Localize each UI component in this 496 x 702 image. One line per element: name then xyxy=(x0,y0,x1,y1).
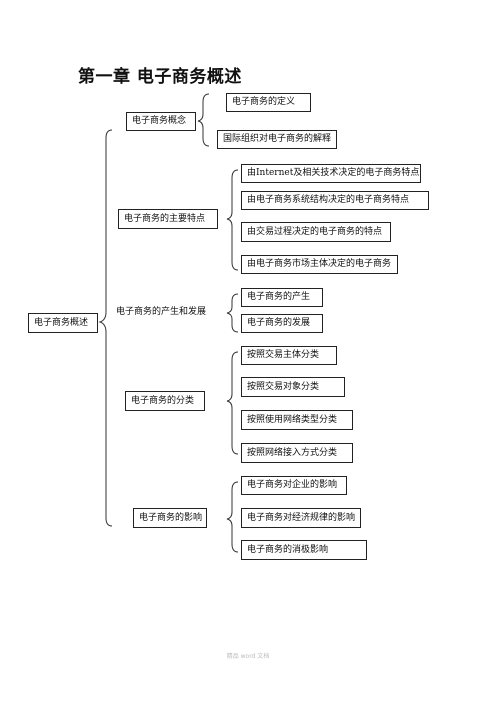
root-brace xyxy=(98,129,113,527)
branch-label: 电子商务的产生和发展 xyxy=(116,306,207,317)
branch4-brace xyxy=(226,351,239,455)
leaf-label: 电子商务对经济规律的影响 xyxy=(247,512,356,523)
branch-label: 电子商务概念 xyxy=(132,116,187,126)
leaf-feature-internet: 由Internet及相关技术决定的电子商务特点 xyxy=(241,164,421,183)
leaf-feature-market: 由电子商务市场主体决定的电子商务 xyxy=(241,255,398,274)
leaf-definition: 电子商务的定义 xyxy=(226,93,311,112)
leaf-label: 由交易过程决定的电子商务的特点 xyxy=(247,226,383,237)
chapter-title: 第一章 电子商务概述 xyxy=(78,67,242,87)
leaf-label: 电子商务的产生 xyxy=(247,292,311,302)
branch-concept: 电子商务概念 xyxy=(126,112,196,131)
leaf-impact-negative: 电子商务的消极影响 xyxy=(241,540,367,560)
leaf-label: 按照使用网络类型分类 xyxy=(247,414,338,425)
branch-label: 电子商务的分类 xyxy=(131,395,195,406)
root-label: 电子商务概述 xyxy=(34,317,89,328)
branch3-brace xyxy=(226,293,239,333)
leaf-label: 电子商务的消极影响 xyxy=(247,544,329,555)
leaf-label: 国际组织对电子商务的解释 xyxy=(223,134,332,144)
leaf-label: 由Internet及相关技术决定的电子商务特点 xyxy=(247,168,420,178)
leaf-label: 按照交易主体分类 xyxy=(247,350,320,360)
leaf-label: 由电子商务市场主体决定的电子商务 xyxy=(247,259,392,269)
leaf-class-object: 按照交易对象分类 xyxy=(241,377,345,397)
branch-label: 电子商务的主要特点 xyxy=(124,213,206,224)
root-node: 电子商务概述 xyxy=(28,313,98,333)
leaf-class-access: 按照网络接入方式分类 xyxy=(241,443,353,463)
branch-impact: 电子商务的影响 xyxy=(133,508,207,528)
branch-features: 电子商务的主要特点 xyxy=(118,209,218,229)
leaf-feature-system: 由电子商务系统结构决定的电子商务特点 xyxy=(241,191,429,210)
leaf-label: 电子商务的发展 xyxy=(247,318,311,328)
leaf-impact-economy: 电子商务对经济规律的影响 xyxy=(241,508,361,528)
footer-watermark: 精品 word 文档 xyxy=(226,653,270,660)
leaf-label: 由电子商务系统结构决定的电子商务特点 xyxy=(247,195,410,205)
leaf-label: 按照网络接入方式分类 xyxy=(247,447,338,458)
branch-origin: 电子商务的产生和发展 xyxy=(116,303,206,321)
leaf-class-subject: 按照交易主体分类 xyxy=(241,346,337,365)
leaf-label: 电子商务对企业的影响 xyxy=(247,480,338,490)
branch1-brace xyxy=(197,93,210,147)
branch5-brace xyxy=(226,481,239,553)
branch-classification: 电子商务的分类 xyxy=(125,391,205,411)
branch2-brace xyxy=(226,169,239,271)
leaf-class-network: 按照使用网络类型分类 xyxy=(241,410,353,430)
leaf-feature-process: 由交易过程决定的电子商务的特点 xyxy=(241,222,391,242)
leaf-label: 按照交易对象分类 xyxy=(247,381,320,392)
leaf-label: 电子商务的定义 xyxy=(232,97,296,107)
branch-label: 电子商务的影响 xyxy=(139,512,203,523)
leaf-impact-enterprise: 电子商务对企业的影响 xyxy=(241,476,347,495)
leaf-development: 电子商务的发展 xyxy=(241,314,323,333)
leaf-origin: 电子商务的产生 xyxy=(241,288,323,307)
leaf-intl-explanation: 国际组织对电子商务的解释 xyxy=(217,130,337,149)
